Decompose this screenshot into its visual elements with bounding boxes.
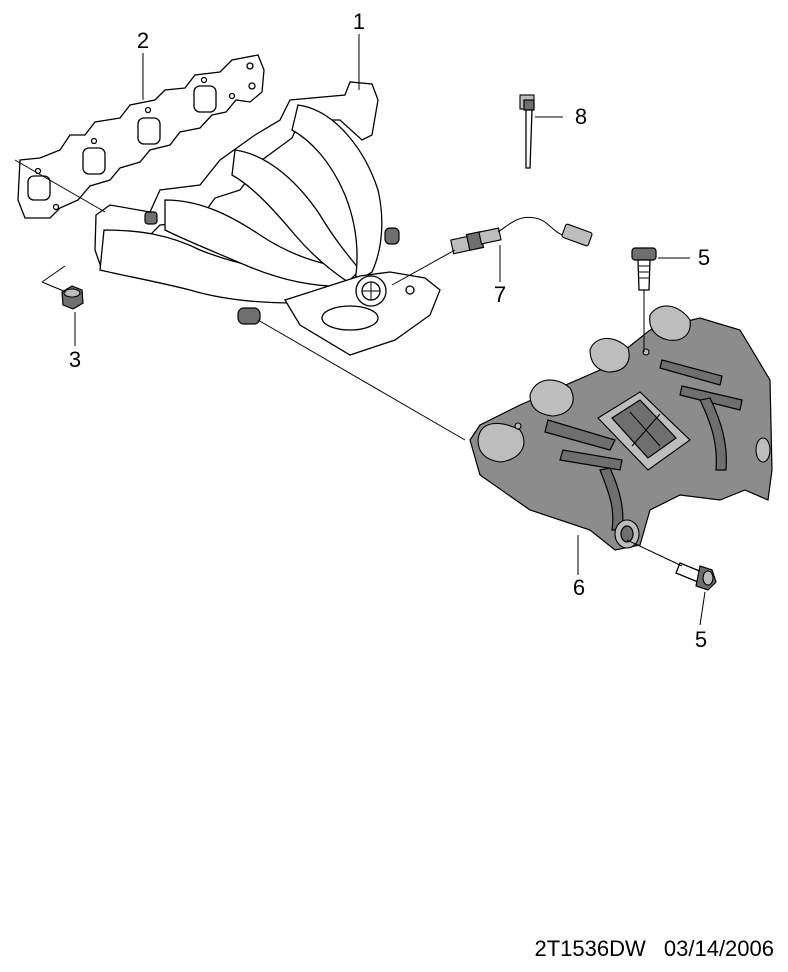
callout-part-1: 1 — [352, 9, 366, 34]
callout-part-6: 6 — [572, 575, 586, 600]
callout-part-5-top: 5 — [697, 245, 711, 270]
callout-part-5-bottom: 5 — [694, 627, 708, 652]
heat-shield-bolt-top — [631, 247, 657, 291]
diagram-code: 2T1536DW — [534, 936, 646, 961]
diagram-date: 03/14/2006 — [663, 936, 774, 961]
oxygen-sensor — [450, 216, 593, 255]
cable-tie — [519, 94, 535, 169]
callout-part-2: 2 — [136, 28, 150, 53]
manifold-gasket — [17, 54, 265, 219]
callout-part-8: 8 — [574, 104, 588, 129]
exhaust-manifold — [94, 81, 441, 356]
heat-shield-bolt-bottom — [675, 562, 717, 591]
hex-nut — [61, 285, 84, 310]
callout-part-3: 3 — [68, 347, 82, 372]
diagram-footer: 2T1536DW 03/14/2006 — [534, 936, 774, 962]
leader-lines — [14, 34, 706, 626]
exhaust-heat-shield — [469, 305, 773, 551]
callout-part-7: 7 — [493, 282, 507, 307]
